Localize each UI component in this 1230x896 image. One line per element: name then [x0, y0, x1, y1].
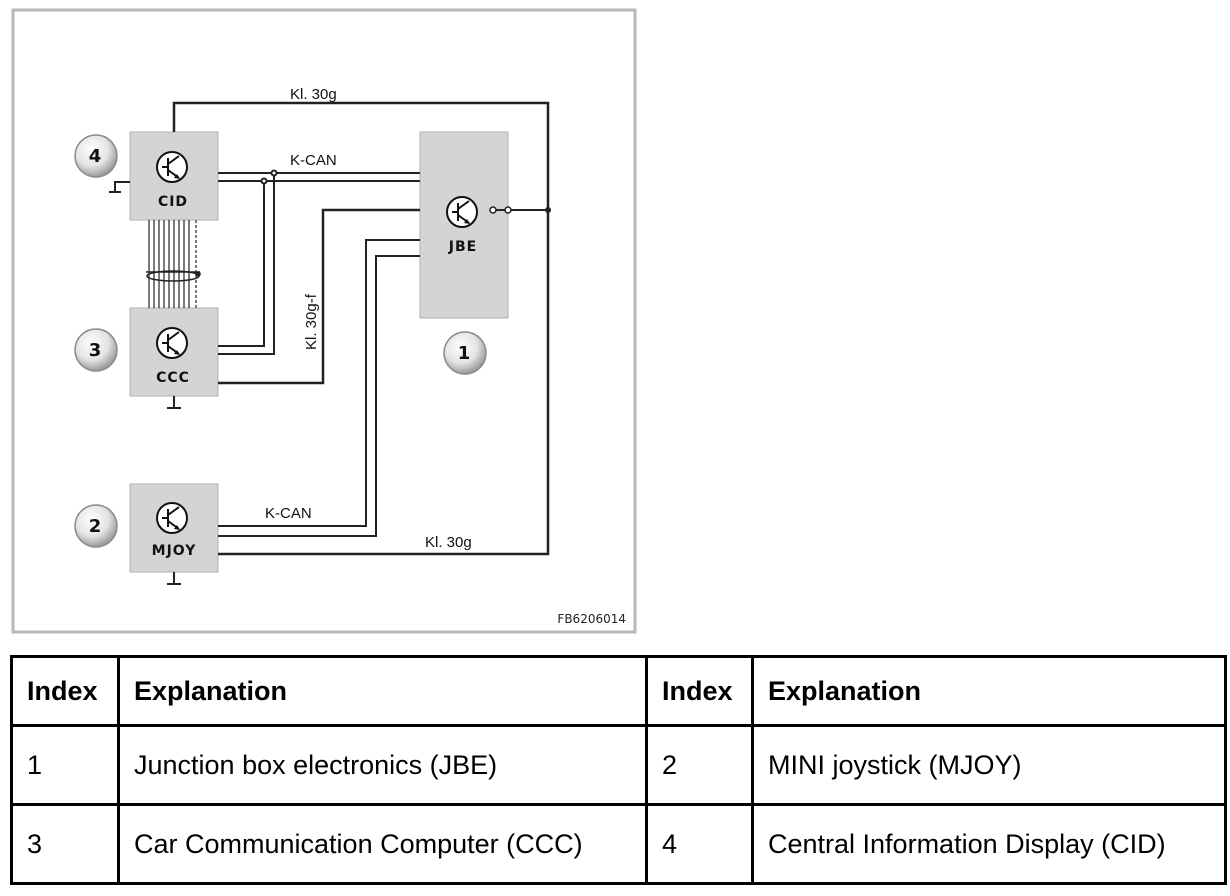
legend-explanation-cell: Central Information Display (CID) — [751, 803, 1227, 885]
legend-header-index-1: Index — [10, 655, 120, 727]
jbe-kl30g-tap — [489, 206, 551, 214]
table-row: 1 Junction box electronics (JBE) 2 MINI … — [10, 724, 1227, 806]
callout-2: 2 — [74, 504, 118, 548]
kl30g-top-label: Kl. 30g — [290, 86, 337, 103]
svg-text:3: 3 — [89, 340, 102, 361]
kl30gf-label: Kl. 30g-f — [303, 293, 320, 350]
legend-index-cell: 2 — [645, 724, 754, 806]
svg-text:4: 4 — [89, 146, 102, 167]
ground-symbols — [109, 181, 181, 585]
legend-index-cell: 4 — [645, 803, 754, 885]
callout-1: 1 — [443, 331, 487, 375]
legend-header-explanation-1: Explanation — [117, 655, 648, 727]
svg-text:2: 2 — [89, 516, 102, 537]
callout-3: 3 — [74, 328, 118, 372]
kl30gf-line — [218, 208, 420, 385]
legend-explanation-cell: MINI joystick (MJOY) — [751, 724, 1227, 806]
legend-index-cell: 1 — [10, 724, 120, 806]
mjoy-transistor-icon — [156, 502, 188, 534]
legend-explanation-cell: Junction box electronics (JBE) — [117, 724, 648, 806]
jbe-label: JBE — [448, 239, 477, 255]
legend-index-cell: 3 — [10, 803, 120, 885]
jbe-transistor-icon — [446, 196, 478, 228]
kl30g-bottom-label: Kl. 30g — [425, 534, 472, 551]
kcan-top-lines — [218, 169, 420, 355]
kcan-bottom-label: K-CAN — [265, 505, 312, 522]
mjoy-label: MJOY — [152, 543, 197, 559]
cid-label: CID — [158, 194, 188, 210]
figure-code: FB6206014 — [557, 612, 626, 626]
legend-table: Index Explanation Index Explanation 1 Ju… — [10, 655, 1227, 885]
callout-4: 4 — [74, 134, 118, 178]
legend-header-index-2: Index — [645, 655, 754, 727]
svg-text:1: 1 — [458, 343, 471, 364]
wiring-diagram: CID CCC MJOY JBE 4 3 2 1 Kl. 30g K-CAN K… — [11, 8, 637, 634]
cid-transistor-icon — [156, 151, 188, 183]
ccc-transistor-icon — [156, 327, 188, 359]
legend-header-explanation-2: Explanation — [751, 655, 1227, 727]
kcan-bottom-lines — [218, 239, 420, 537]
kcan-top-label: K-CAN — [290, 152, 337, 169]
kl30g-line — [172, 101, 550, 556]
table-row: 3 Car Communication Computer (CCC) 4 Cen… — [10, 803, 1227, 885]
ccc-label: CCC — [156, 370, 190, 386]
cid-ccc-bundle — [146, 220, 201, 308]
legend-explanation-cell: Car Communication Computer (CCC) — [117, 803, 648, 885]
legend-header-row: Index Explanation Index Explanation — [10, 655, 1227, 727]
